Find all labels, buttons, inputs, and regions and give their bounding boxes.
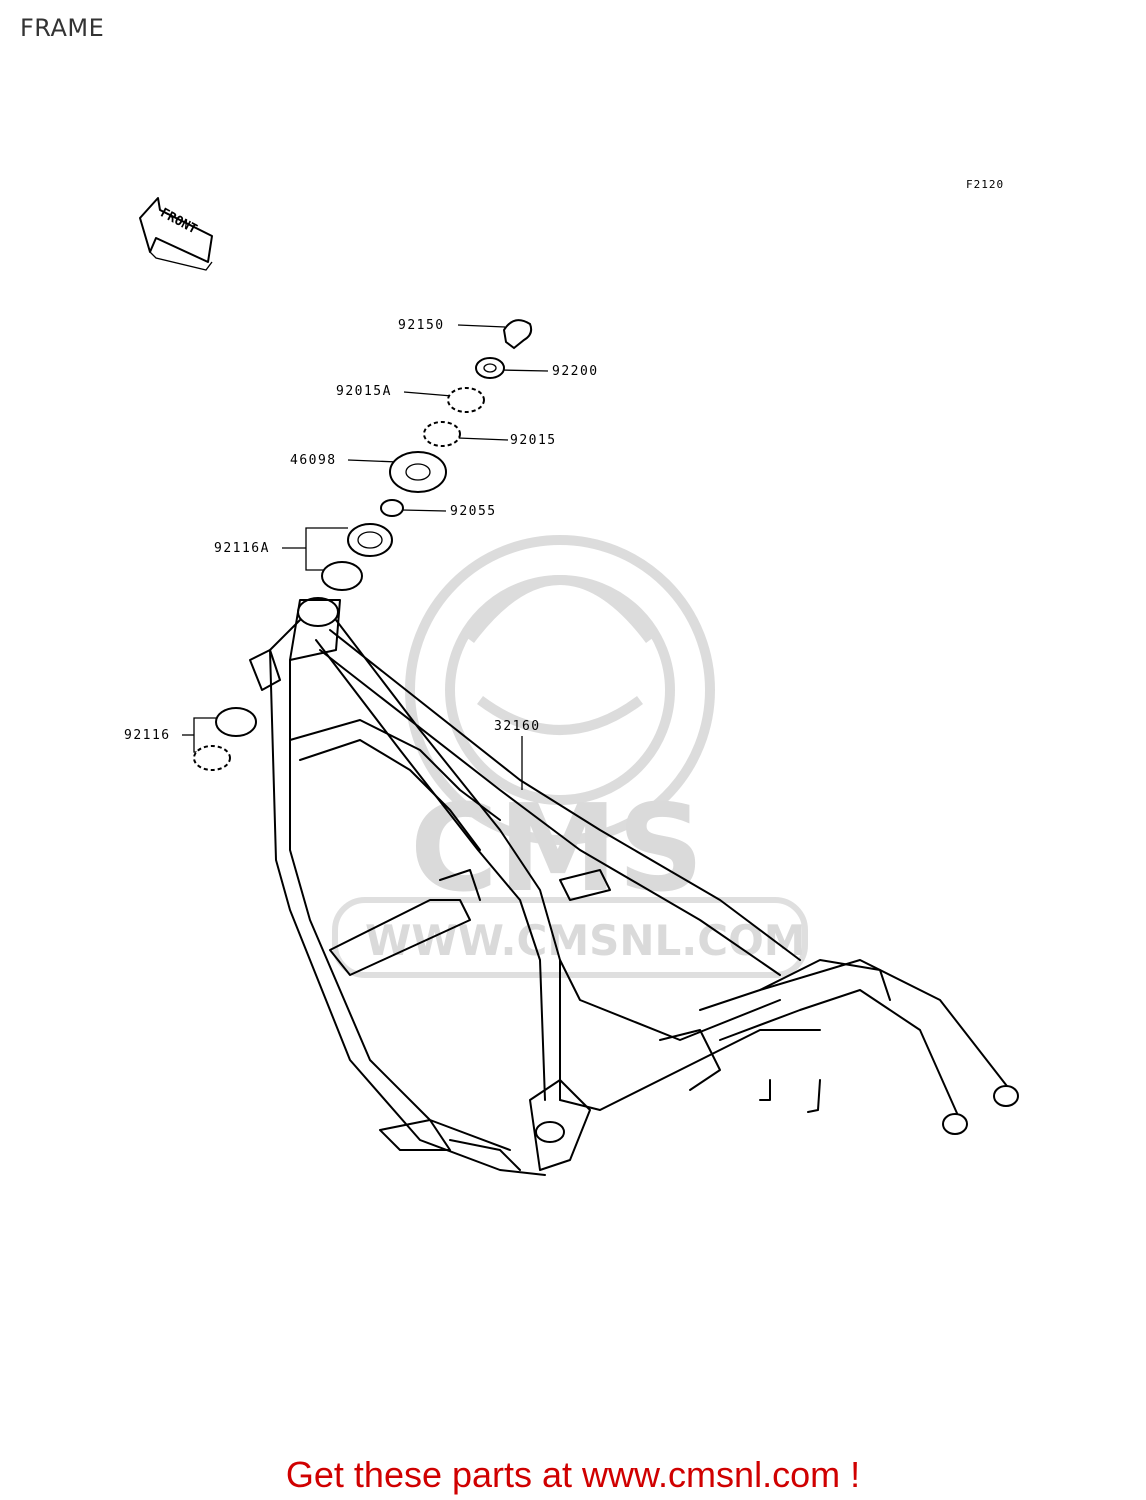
nut-92015 — [423, 421, 461, 447]
bearing-92116-roller — [193, 745, 231, 771]
part-label-92150: 92150 — [398, 318, 445, 333]
part-label-92116A: 92116A — [214, 541, 270, 556]
cover-46098 — [389, 451, 447, 493]
bearing-92116A-lower — [321, 561, 363, 591]
washer-92200 — [475, 357, 505, 379]
nut-92015A — [447, 387, 485, 413]
cmsnl-watermark: CMS WWW.CMSNL.COM — [332, 535, 808, 978]
frame-32160 — [249, 597, 1019, 1176]
part-label-46098: 46098 — [290, 453, 337, 468]
part-label-92055: 92055 — [450, 504, 497, 519]
part-label-92015A: 92015A — [336, 384, 392, 399]
part-label-32160: 32160 — [494, 719, 541, 734]
page-title: FRAME — [20, 14, 105, 42]
steering-parts — [193, 319, 533, 771]
cmsnl-parts-link[interactable]: Get these parts at www.cmsnl.com ! — [285, 1454, 861, 1495]
front-arrow-label: FRONT — [158, 206, 200, 238]
part-label-92200: 92200 — [552, 364, 599, 379]
oring-92055 — [380, 499, 404, 517]
watermark-url: WWW.CMSNL.COM — [365, 916, 806, 965]
diagram-code: F2120 — [966, 178, 1005, 191]
part-label-92116: 92116 — [124, 728, 171, 743]
bearing-92116-race — [215, 707, 257, 737]
leader-lines — [182, 324, 549, 790]
front-arrow-icon: FRONT — [139, 197, 213, 271]
cap-92150 — [502, 319, 533, 350]
part-label-92015: 92015 — [510, 433, 557, 448]
bearing-92116A-upper — [347, 523, 393, 557]
